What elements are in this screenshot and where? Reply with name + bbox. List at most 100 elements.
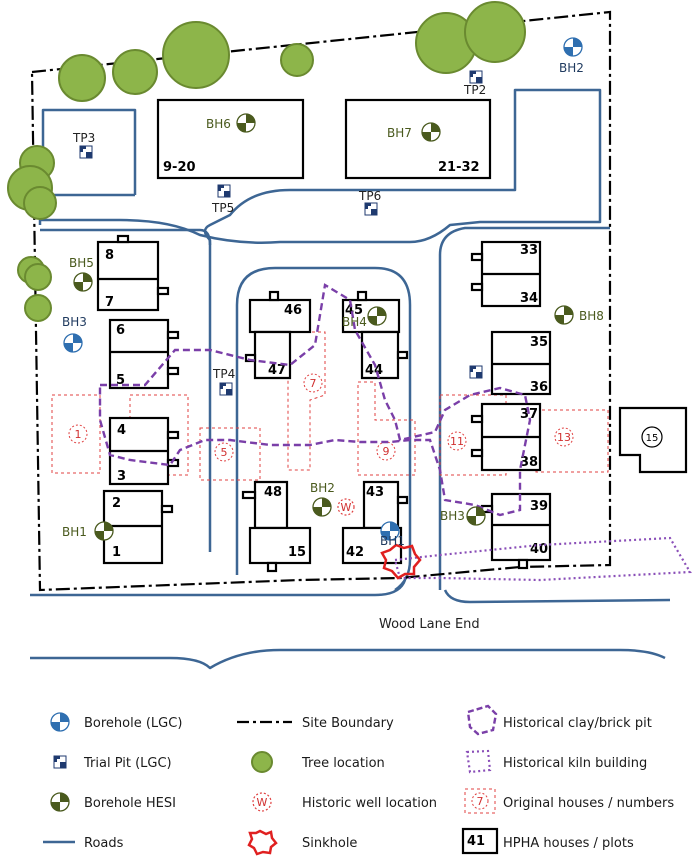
borehole-hesi-icon xyxy=(94,521,114,541)
trees xyxy=(7,1,526,322)
legend-site-boundary: Site Boundary xyxy=(302,716,394,731)
svg-text:33: 33 xyxy=(520,243,538,258)
svg-text:4: 4 xyxy=(117,423,126,438)
svg-text:BH6: BH6 xyxy=(206,117,231,131)
svg-text:BH7: BH7 xyxy=(387,126,412,140)
road-wood-lane-lower xyxy=(30,648,666,670)
svg-text:TP6: TP6 xyxy=(358,189,381,203)
tree-icon xyxy=(251,751,273,773)
svg-text:11: 11 xyxy=(450,435,464,448)
svg-text:BH3: BH3 xyxy=(440,509,465,523)
legend-roads: Roads xyxy=(84,836,124,851)
tree xyxy=(280,43,314,77)
historical-clay-pit xyxy=(98,283,532,517)
road-wood-lane-upper xyxy=(30,579,671,604)
svg-text:37: 37 xyxy=(520,407,538,422)
hpha-plot-numbers: 8 7 6 5 4 3 2 1 46 47 45 44 48 15 43 42 … xyxy=(105,243,548,560)
borehole-hesi-icon xyxy=(73,272,93,292)
svg-text:47: 47 xyxy=(268,363,286,378)
site-boundary xyxy=(30,10,612,592)
legend: Borehole (LGC) Trial Pit (LGC) Borehole … xyxy=(43,704,674,856)
trial-pit-icon xyxy=(469,365,483,379)
svg-text:3: 3 xyxy=(117,469,126,484)
svg-text:6: 6 xyxy=(116,323,125,338)
legend-hpha: HPHA houses / plots xyxy=(503,836,634,851)
svg-text:TP4: TP4 xyxy=(212,367,235,381)
sinkhole-icon xyxy=(247,829,278,856)
block-21-32 xyxy=(344,98,492,180)
well-icon xyxy=(252,792,272,812)
block-21-32-label: 21-32 xyxy=(438,160,480,175)
borehole-hesi-icon xyxy=(50,792,70,812)
kiln-icon xyxy=(465,749,492,774)
svg-text:48: 48 xyxy=(264,485,282,500)
svg-text:TP3: TP3 xyxy=(72,131,95,145)
svg-text:45: 45 xyxy=(345,303,363,318)
borehole-lgc-icon xyxy=(563,37,583,57)
tree xyxy=(24,294,52,322)
legend-sinkhole: Sinkhole xyxy=(302,836,357,851)
borehole-hesi-icon xyxy=(554,305,574,325)
svg-text:BH4: BH4 xyxy=(342,315,367,329)
svg-text:15: 15 xyxy=(646,433,659,444)
original-house-icon xyxy=(464,788,496,814)
block-9-20-label: 9-20 xyxy=(163,160,196,175)
svg-text:W: W xyxy=(341,501,352,514)
legend-original-houses: Original houses / numbers xyxy=(503,796,674,811)
svg-text:42: 42 xyxy=(346,545,364,560)
original-house-labels: 1 3 5 7 9 11 13 xyxy=(75,377,572,459)
borehole-hesi-icon xyxy=(236,113,256,133)
road-right-spine xyxy=(438,226,610,590)
svg-text:2: 2 xyxy=(112,496,121,511)
tree xyxy=(464,1,526,63)
trial-pit-icon xyxy=(364,202,378,216)
block-9-20 xyxy=(156,98,305,180)
svg-text:35: 35 xyxy=(530,335,548,350)
svg-text:BH5: BH5 xyxy=(69,256,94,270)
trial-pit-icon xyxy=(79,145,93,159)
legend-borehole-hesi: Borehole HESI xyxy=(84,796,176,811)
svg-text:BH2: BH2 xyxy=(310,481,335,495)
svg-text:39: 39 xyxy=(530,499,548,514)
svg-text:TP2: TP2 xyxy=(463,83,486,97)
sinkhole xyxy=(380,543,422,580)
svg-text:1: 1 xyxy=(75,428,82,441)
svg-text:7: 7 xyxy=(105,295,114,310)
svg-text:38: 38 xyxy=(520,455,538,470)
tree xyxy=(23,186,57,220)
legend-tree: Tree location xyxy=(301,756,385,771)
borehole-hesi-icon xyxy=(312,497,332,517)
trial-pit-icon xyxy=(53,755,67,769)
plot-15-marker: 15 xyxy=(641,426,663,448)
investigation-labels: BH2 BH1 BH3 BH6 BH7 BH5 BH4 BH8 BH2 BH1 … xyxy=(62,61,604,632)
svg-text:1: 1 xyxy=(112,545,121,560)
bh1-lgc-label: BH1 xyxy=(380,534,405,548)
svg-text:5: 5 xyxy=(221,446,228,459)
bh2-lgc-label: BH2 xyxy=(559,61,584,75)
road-left-spine xyxy=(40,228,212,246)
hpha-house-icon xyxy=(461,827,499,855)
borehole-lgc-icon xyxy=(50,712,70,732)
svg-text:9: 9 xyxy=(383,445,390,458)
trial-pit-icon xyxy=(219,382,233,396)
legend-well: Historic well location xyxy=(302,796,437,811)
legend-trial-pit: Trial Pit (LGC) xyxy=(83,756,172,771)
bh3-lgc-label: BH3 xyxy=(62,315,87,329)
svg-text:41: 41 xyxy=(467,834,485,849)
trial-pit-icon xyxy=(217,184,231,198)
borehole-lgc-icon xyxy=(63,333,83,353)
hpha-plots xyxy=(96,234,688,573)
legend-kiln: Historical kiln building xyxy=(503,756,647,771)
road-top-left xyxy=(41,108,137,197)
road-name-label: Wood Lane End xyxy=(379,617,480,632)
svg-text:15: 15 xyxy=(288,545,306,560)
svg-text:W: W xyxy=(257,796,268,809)
svg-text:8: 8 xyxy=(105,248,114,263)
tree xyxy=(24,263,52,291)
svg-text:34: 34 xyxy=(520,291,538,306)
svg-text:13: 13 xyxy=(557,431,571,444)
svg-text:36: 36 xyxy=(530,380,548,395)
svg-text:46: 46 xyxy=(284,303,302,318)
svg-text:7: 7 xyxy=(310,377,317,390)
historical-kiln-building xyxy=(393,536,692,582)
